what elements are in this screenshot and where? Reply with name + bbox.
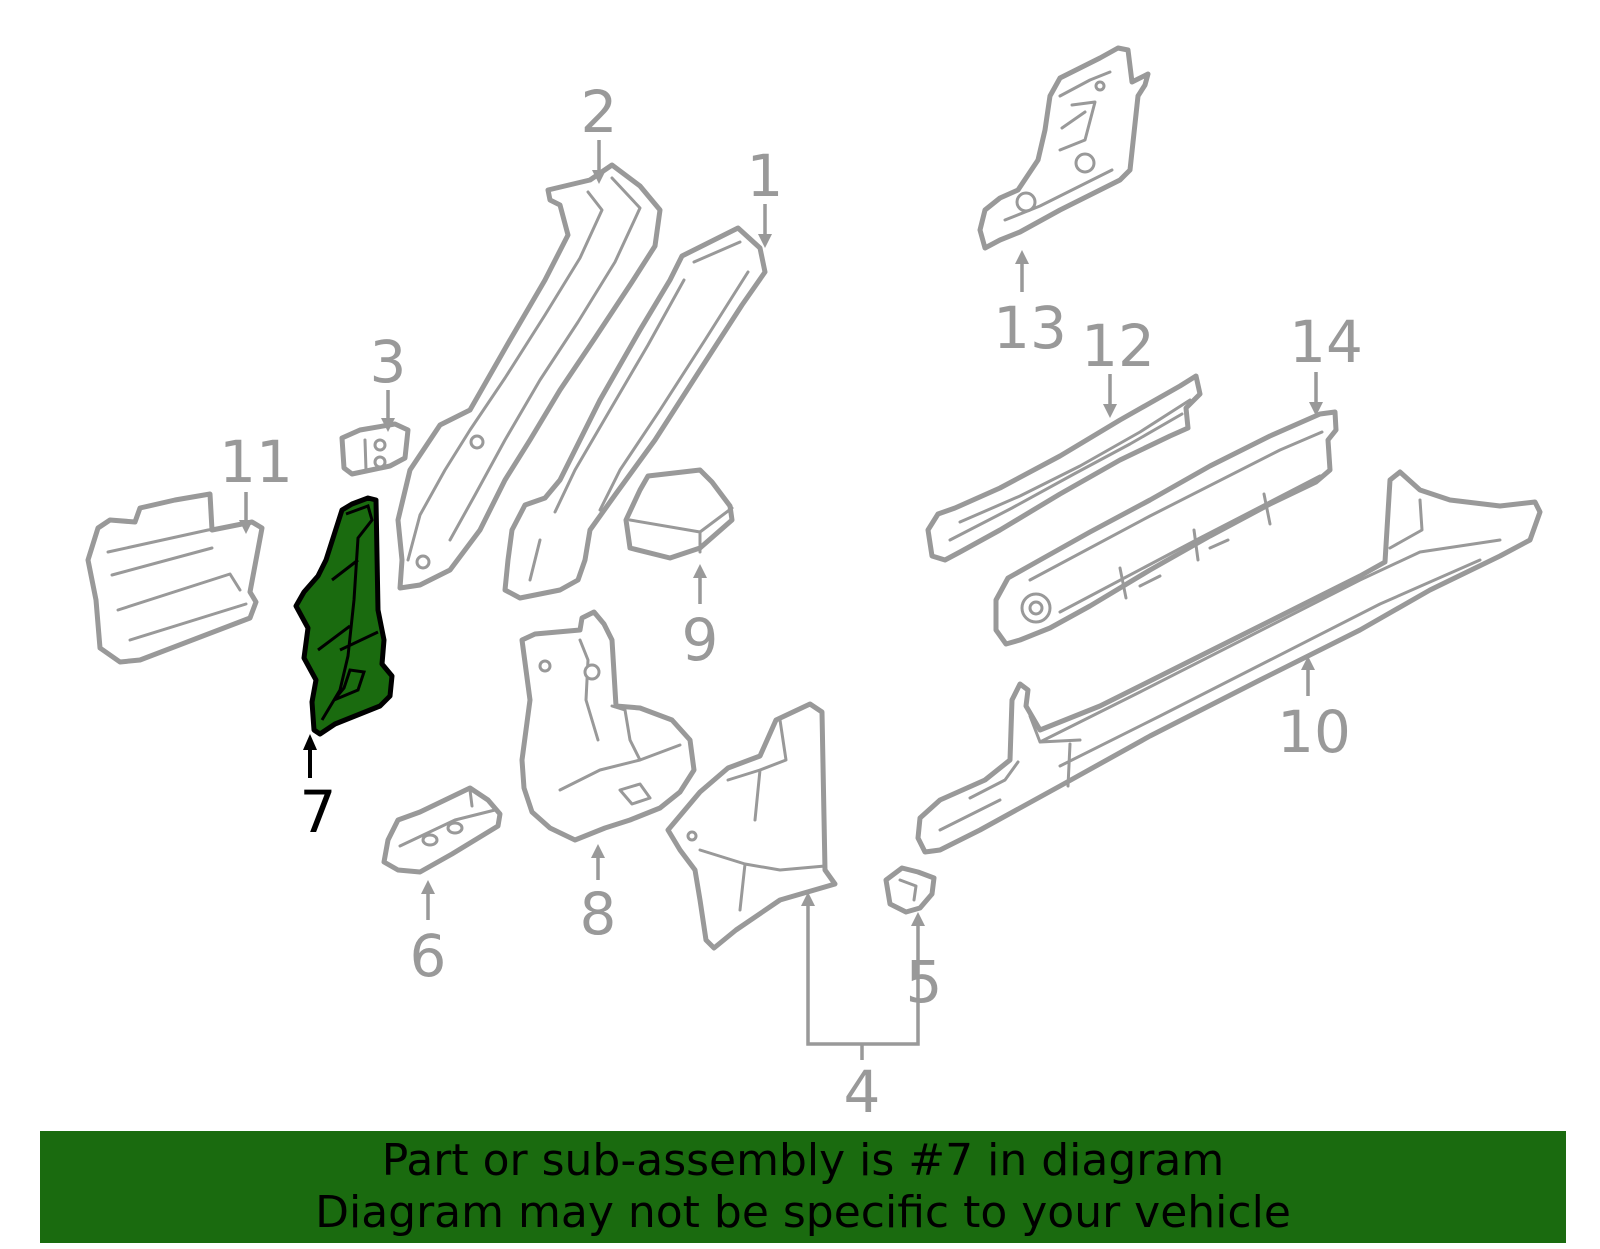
callout-4: 4 [801, 892, 925, 1126]
callout-10: 10 [1277, 656, 1351, 766]
callout-label-8: 8 [580, 880, 617, 948]
part-11-bracket [85, 491, 265, 665]
callout-11: 11 [219, 428, 293, 534]
callout-label-9: 9 [682, 606, 719, 674]
callout-label-11: 11 [219, 428, 293, 496]
info-banner: Part or sub-assembly is #7 in diagram Di… [40, 1131, 1566, 1243]
callout-label-14: 14 [1289, 308, 1363, 376]
callout-7: 7 [300, 734, 337, 846]
part-5-clip [883, 865, 937, 915]
callout-2: 2 [581, 78, 618, 184]
callout-label-12: 12 [1081, 312, 1155, 380]
part-9-block [623, 467, 735, 561]
callouts: 1 2 3 4 5 6 [219, 78, 1363, 1126]
callout-14: 14 [1289, 308, 1363, 416]
part-3-bracket [339, 421, 411, 477]
part-13-bracket [977, 45, 1151, 251]
part-1-pillar [502, 225, 768, 601]
part-7-shape [293, 495, 395, 737]
callout-9: 9 [682, 564, 719, 674]
callout-8: 8 [580, 844, 617, 948]
callout-label-2: 2 [581, 78, 618, 146]
callout-label-10: 10 [1277, 698, 1351, 766]
callout-label-3: 3 [370, 328, 407, 396]
callout-label-4: 4 [844, 1058, 881, 1126]
callout-label-13: 13 [993, 294, 1067, 362]
callout-label-6: 6 [410, 922, 447, 990]
callout-label-1: 1 [747, 142, 784, 210]
part-10-rocker [915, 469, 1543, 855]
callout-6: 6 [410, 880, 447, 990]
callout-label-5: 5 [906, 948, 943, 1016]
callout-13: 13 [993, 250, 1067, 362]
part-4-panel [665, 701, 838, 951]
callout-3: 3 [370, 328, 407, 432]
part-8-pillar [519, 609, 697, 843]
banner-line-1: Part or sub-assembly is #7 in diagram [381, 1135, 1225, 1186]
part-2-pillar [395, 162, 663, 591]
callout-1: 1 [747, 142, 784, 248]
banner-line-2: Diagram may not be specific to your vehi… [315, 1187, 1291, 1238]
part-12-rail [925, 373, 1203, 563]
callout-label-7: 7 [300, 778, 337, 846]
part-14-sill [993, 409, 1339, 647]
callout-5: 5 [906, 948, 943, 1016]
callout-12: 12 [1081, 312, 1155, 418]
part-6-bracket [381, 785, 503, 875]
part-7-highlighted [293, 495, 395, 737]
